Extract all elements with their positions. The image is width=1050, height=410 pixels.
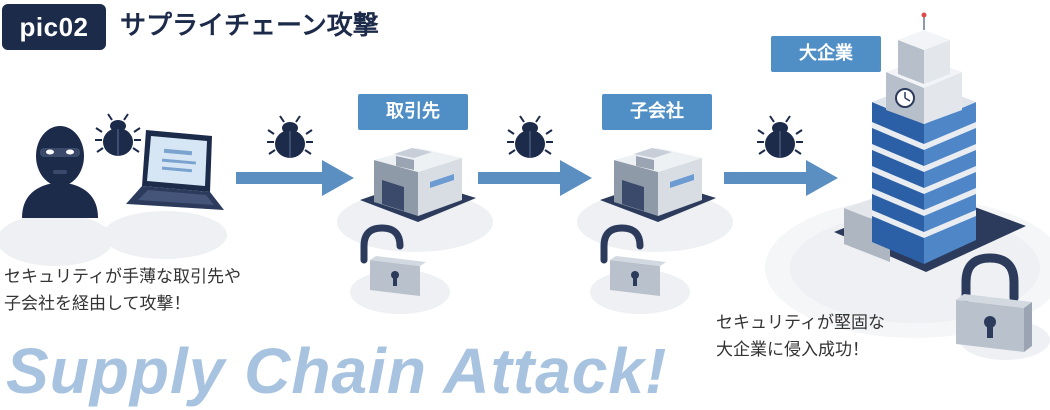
laptop-icon — [126, 130, 224, 210]
caption-left-line1: セキュリティが手薄な取引先や — [4, 267, 241, 287]
diagram-title: サプライチェーン攻撃 — [120, 11, 379, 41]
bug-icon — [507, 115, 553, 158]
padlock-icon — [600, 224, 666, 296]
caption-right-line1: セキュリティが堅固な — [716, 313, 885, 333]
padlock-icon — [360, 224, 426, 296]
bug-icon — [267, 115, 313, 158]
skyscraper-icon — [834, 12, 1026, 272]
partner-label: 取引先 — [358, 94, 468, 130]
figure-tag: pic02 — [2, 4, 106, 50]
small-office-icon — [600, 148, 716, 222]
caption-left-line2: 子会社を経由して攻撃！ — [4, 294, 191, 314]
caption-left: セキュリティが手薄な取引先や 子会社を経由して攻撃！ — [4, 264, 241, 318]
small-office-icon — [360, 148, 476, 222]
hacker-icon — [22, 126, 98, 218]
padlock-icon — [956, 253, 1032, 352]
bug-icon — [757, 115, 803, 158]
subsidiary-label: 子会社 — [602, 94, 712, 130]
arrow-icon — [724, 160, 838, 196]
bug-icon — [95, 113, 141, 156]
arrow-icon — [236, 160, 354, 196]
enterprise-label: 大企業 — [771, 36, 881, 72]
caption-right: セキュリティが堅固な 大企業に侵入成功！ — [716, 310, 885, 364]
arrow-icon — [478, 160, 592, 196]
caption-right-line2: 大企業に侵入成功！ — [716, 340, 869, 360]
headline: Supply Chain Attack! — [6, 335, 668, 407]
